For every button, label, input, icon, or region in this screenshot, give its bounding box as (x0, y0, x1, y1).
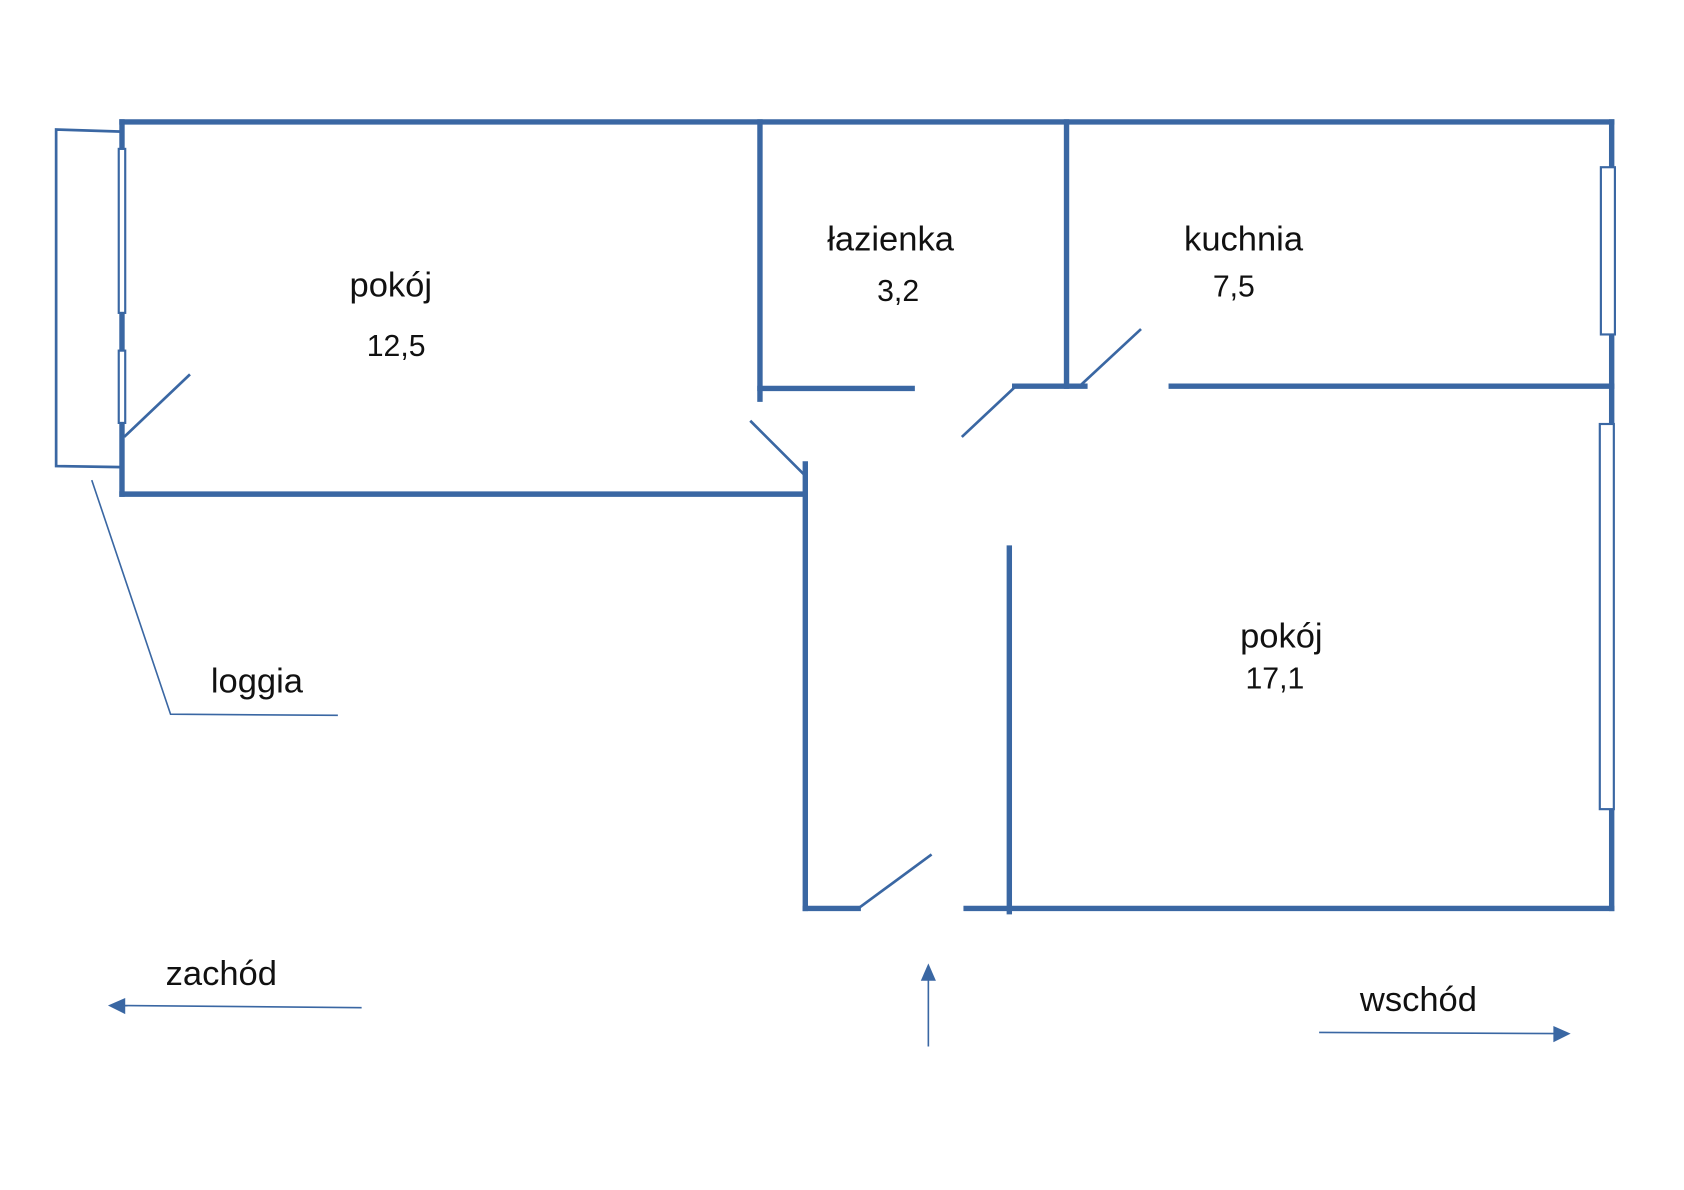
east-arrowhead (1553, 1026, 1571, 1043)
east-arrow (1319, 1026, 1571, 1043)
door-entrance (857, 853, 933, 910)
room-area-west: 12,5 (367, 330, 426, 363)
door-bathroom (960, 385, 1017, 438)
window-kitchen (1599, 166, 1616, 336)
room-label-east: pokój (1240, 617, 1323, 655)
west-arrowhead (107, 997, 126, 1015)
window-left-lower (117, 349, 127, 424)
entrance-arrow (920, 963, 936, 1047)
door-room-west (749, 419, 806, 476)
loggia-label: loggia (211, 663, 304, 701)
room-area-bathroom: 3,2 (877, 275, 919, 308)
room-label-bathroom: łazienka (827, 220, 954, 258)
window-left-upper (117, 147, 127, 314)
room-area-east: 17,1 (1245, 662, 1304, 695)
door-loggia (123, 373, 191, 438)
room-label-kitchen: kuchnia (1184, 220, 1304, 258)
room-area-kitchen: 7,5 (1213, 271, 1255, 304)
door-kitchen (1078, 328, 1142, 388)
west-label: zachód (166, 955, 277, 993)
west-arrow (107, 997, 362, 1015)
entrance-arrowhead (920, 963, 936, 981)
loggia-leader-line (90, 479, 338, 717)
room-label-west: pokój (350, 267, 433, 305)
east-label: wschód (1359, 981, 1477, 1019)
window-room-east (1598, 422, 1615, 811)
loggia-outline (54, 128, 123, 469)
